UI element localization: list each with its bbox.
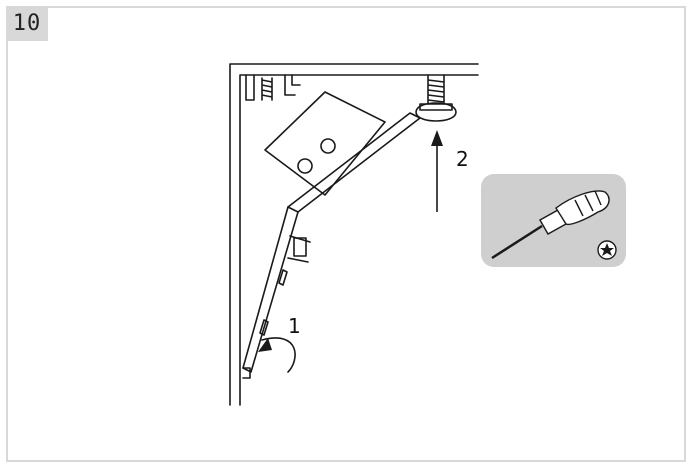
- top-rail-profile: [245, 74, 255, 101]
- screw-washer: [419, 103, 453, 111]
- screw-thread: [427, 74, 445, 105]
- rail-clip: [284, 74, 301, 96]
- rotation-arrow-head: [258, 338, 272, 352]
- panel-clip: [293, 237, 307, 257]
- housing-outer-wall: [229, 63, 479, 406]
- housing-inner-wall: [239, 74, 479, 406]
- plate-hole-1: [320, 138, 336, 154]
- cover-panel-upper: [287, 112, 421, 213]
- clip-detail: [287, 235, 311, 263]
- rotation-arrow-path: [261, 337, 296, 373]
- callout-1: 1: [288, 314, 301, 338]
- lift-arrow-head: [431, 130, 443, 146]
- plate-hole-2: [297, 158, 313, 174]
- cover-panel-lower: [242, 206, 299, 373]
- torx-star-icon: [597, 240, 617, 260]
- torx-screwdriver-icon: [491, 190, 610, 260]
- panel-slot-2: [259, 319, 269, 336]
- step-number-badge: 10: [6, 6, 48, 41]
- mounting-plate: [264, 91, 386, 196]
- panel-slot: [278, 269, 288, 286]
- tool-panel: [481, 174, 626, 267]
- panel-foot: [242, 367, 251, 379]
- screw-head: [415, 102, 457, 122]
- callout-2: 2: [456, 147, 469, 171]
- rail-thread: [261, 77, 273, 101]
